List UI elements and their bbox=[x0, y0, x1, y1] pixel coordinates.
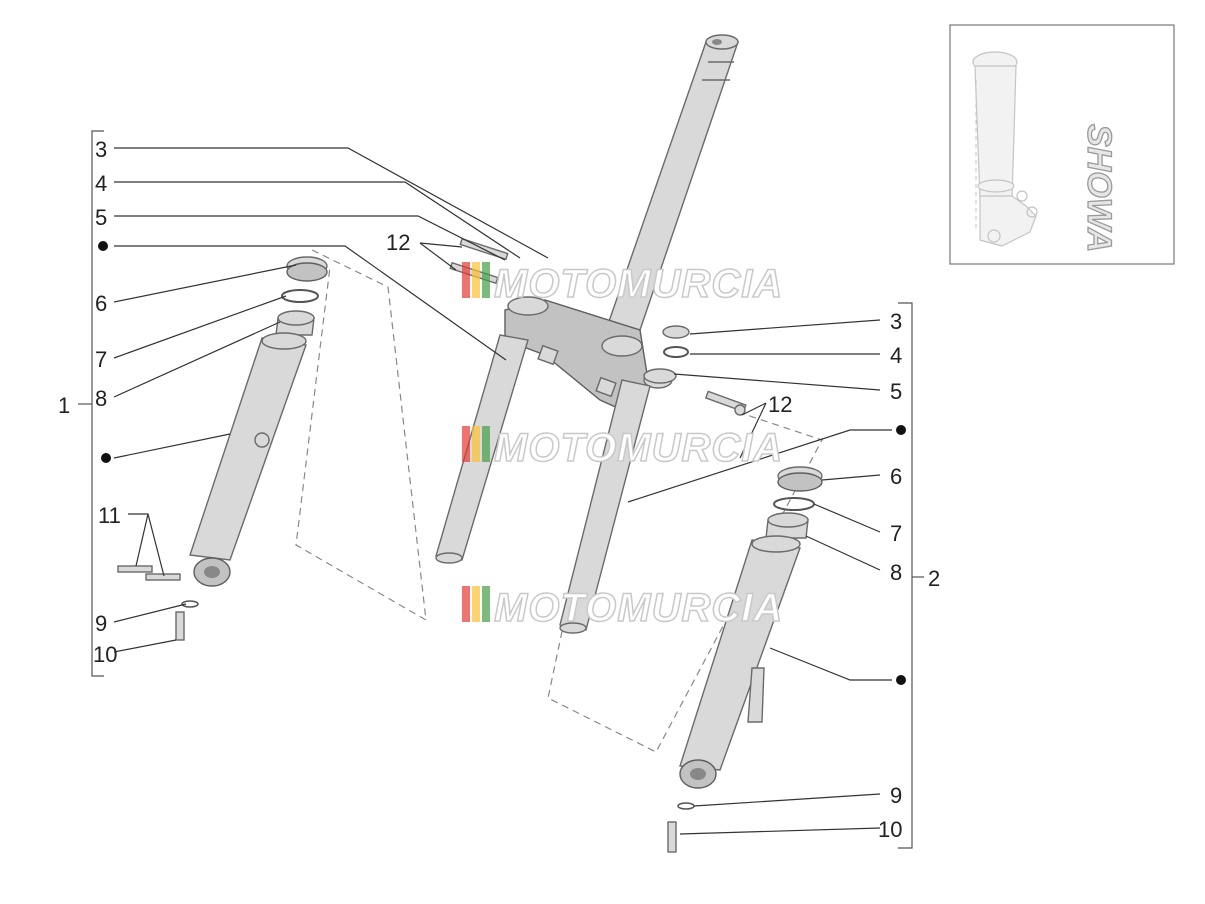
bullet-dots bbox=[98, 241, 906, 685]
callout-4-right: 4 bbox=[890, 343, 902, 368]
watermark-text-top: MOTOMURCIA bbox=[494, 262, 783, 306]
callout-11: 11 bbox=[98, 503, 121, 528]
callout-10-left: 10 bbox=[93, 642, 117, 667]
watermark-middle: MOTOMURCIA bbox=[462, 425, 783, 471]
callout-8-left: 8 bbox=[95, 386, 107, 411]
callout-7-right: 7 bbox=[890, 521, 902, 546]
left-fork-leg bbox=[117, 256, 328, 641]
callout-3-right: 3 bbox=[890, 309, 902, 334]
left-alignment-guide bbox=[295, 249, 427, 622]
right-bracket-group bbox=[898, 302, 924, 849]
inset-showa-panel: SHOWA bbox=[949, 24, 1175, 265]
callout-12-right: 12 bbox=[768, 392, 792, 417]
showa-brand-logo: SHOWA bbox=[1080, 124, 1118, 252]
callout-10-right: 10 bbox=[878, 817, 902, 842]
callout-3-left: 3 bbox=[95, 137, 107, 162]
watermark-text-middle: MOTOMURCIA bbox=[494, 426, 783, 470]
watermark-top: MOTOMURCIA bbox=[462, 261, 783, 307]
callout-9-right: 9 bbox=[890, 783, 902, 808]
watermark-bottom: MOTOMURCIA bbox=[462, 585, 783, 631]
callout-5-left: 5 bbox=[95, 205, 107, 230]
fork-tube-right bbox=[559, 379, 651, 634]
callout-7-left: 7 bbox=[95, 347, 107, 372]
callout-2: 2 bbox=[928, 566, 940, 591]
left-leaders bbox=[113, 147, 549, 653]
left-bracket-group bbox=[78, 130, 104, 677]
callout-5-right: 5 bbox=[890, 379, 902, 404]
callout-6-right: 6 bbox=[890, 464, 902, 489]
callout-1: 1 bbox=[58, 393, 70, 418]
callout-9-left: 9 bbox=[95, 611, 107, 636]
triple-clamp bbox=[504, 296, 673, 419]
callout-12-left: 12 bbox=[386, 230, 410, 255]
watermark-text-bottom: MOTOMURCIA bbox=[494, 586, 783, 630]
upper-seal-stack bbox=[643, 325, 690, 384]
callout-8-right: 8 bbox=[890, 560, 902, 585]
callout-6-left: 6 bbox=[95, 291, 107, 316]
right-alignment-guide bbox=[547, 411, 823, 753]
right-leaders bbox=[627, 319, 892, 835]
callout-4-left: 4 bbox=[95, 171, 107, 196]
